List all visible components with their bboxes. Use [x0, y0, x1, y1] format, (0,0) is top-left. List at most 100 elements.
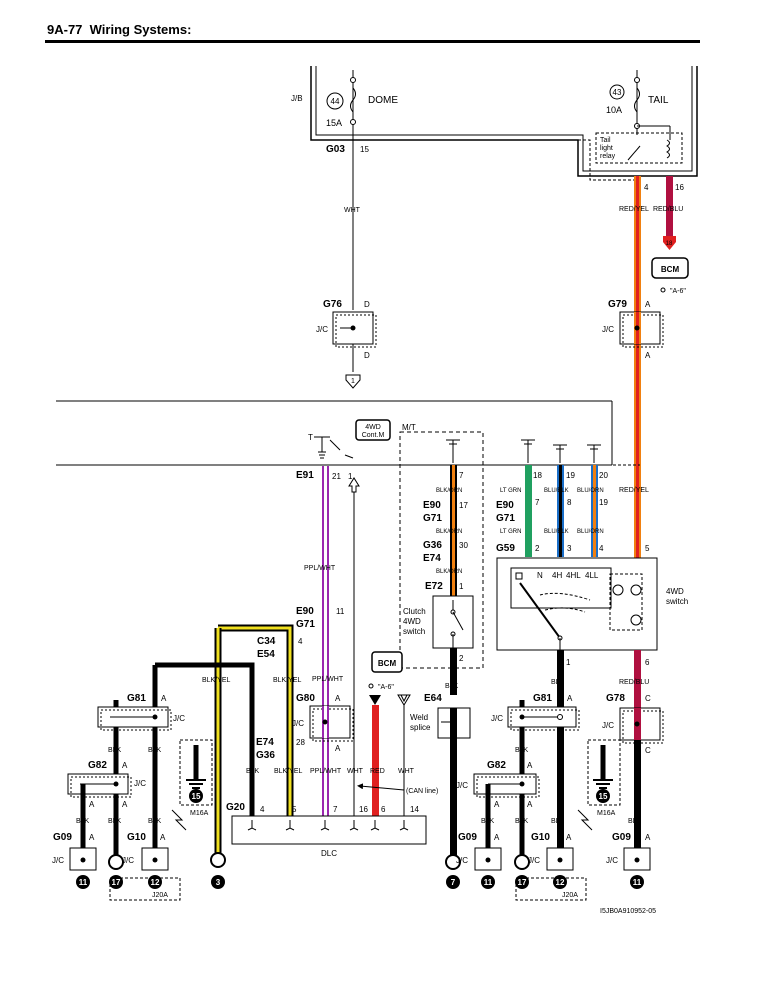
clutch-4wd-switch: 7 BLK/ORN E90 G71 17 BLK/ORN G36 E74 30 … [403, 439, 474, 695]
jb-label: J/B [291, 94, 303, 103]
sw-pos-4h: 4H [552, 571, 562, 580]
dlc-wht2-label: WHT [398, 768, 415, 775]
gnd-left-17: 17 [112, 878, 121, 887]
dlc-red-label: RED [370, 768, 385, 775]
g76-joint-connector: G76 D J/C D 1 [316, 299, 377, 389]
g09-left-label: G09 [53, 832, 72, 843]
junction-block: J/B [291, 66, 698, 177]
left-blk-1: BLK [108, 747, 122, 754]
g76-pin-bot: D [364, 351, 370, 360]
blk-yel-label-bot: BLK/YEL [274, 768, 303, 775]
sw-label-2: switch [666, 597, 688, 606]
blk-yel-label-right: BLK/YEL [273, 677, 302, 684]
g81-left-pin: A [161, 694, 167, 703]
e64-weld: Weld [410, 713, 428, 722]
c34-pin: 4 [298, 637, 303, 646]
right-blk-3: BLK [515, 818, 529, 825]
g81-left-label: G81 [127, 693, 146, 704]
sw-pos-n: N [537, 571, 543, 580]
g76-label: G76 [323, 299, 342, 310]
g09-right-pin: A [494, 833, 500, 842]
right-a-2: A [527, 800, 533, 809]
dlc-label: DLC [321, 849, 337, 858]
tail-fuse-amp: 10A [606, 105, 622, 115]
e64-splice: splice [410, 723, 431, 732]
clutch-w2: BLK/ORN [436, 529, 462, 535]
e54-label: E54 [257, 649, 275, 660]
sw-pos-4hl: 4HL [566, 571, 581, 580]
g78-pin-top: C [645, 694, 651, 703]
tail-fuse-number: 43 [613, 88, 622, 97]
right-ground-section: G81 A J/C BLK G82 A J/C A A BLK BLK BLK … [456, 693, 651, 901]
g81-right-jc: J/C [491, 714, 503, 723]
sw-p2: 19 [566, 471, 575, 480]
dlc-pin-14: 14 [410, 805, 419, 814]
header-rule [45, 40, 700, 43]
right-a-1: A [494, 800, 500, 809]
g80-pin-bot: A [335, 744, 341, 753]
g78-pin-bot: C [645, 746, 651, 755]
sw-w3: BLU/ORN [577, 488, 604, 494]
dlc-ppl-wht-label: PPL/WHT [310, 768, 342, 775]
bcm-mid-label: BCM [378, 659, 397, 668]
g78-jc: J/C [602, 721, 614, 730]
clutch-g36: G36 [423, 540, 442, 551]
dlc-pin-5: 5 [292, 805, 297, 814]
g79-jc: J/C [602, 325, 614, 334]
clutch-label-1: Clutch [403, 607, 426, 616]
sw-r3: 4 [599, 544, 604, 553]
bcm-mid: BCM "A-6" RED WHT (CAN line) [357, 651, 438, 820]
g79-joint-connector: G79 A J/C A [602, 299, 664, 360]
sw-w1: LT GRN [500, 488, 521, 494]
sw-p1: 18 [533, 471, 542, 480]
e91-label: E91 [296, 470, 314, 481]
g82-left-jc: J/C [134, 779, 146, 788]
red-yel-label-top: RED/YEL [619, 206, 649, 213]
bcm-top-label: BCM [661, 265, 680, 274]
m16a-right-num: 15 [599, 792, 608, 801]
dlc-wht-label: WHT [347, 768, 364, 775]
dlc-pin-7: 7 [333, 805, 338, 814]
sw-g71: G71 [496, 513, 515, 524]
e64-label: E64 [424, 693, 442, 704]
g10-left-jc: J/C [122, 856, 134, 865]
left-blk-3: BLK [108, 818, 122, 825]
g78-joint-connector: G78 C J/C C BLK [602, 693, 664, 860]
sw-e90: E90 [496, 500, 514, 511]
clutch-w1: BLK/ORN [436, 488, 462, 494]
blk-yel-label-left: BLK/YEL [202, 677, 231, 684]
dome-fuse: 44 DOME 15A G03 15 [326, 70, 398, 155]
sw-red-yel-label: RED/YEL [619, 487, 649, 494]
g10-left-label: G10 [127, 832, 146, 843]
dlc-pin-4: 4 [260, 805, 265, 814]
sw-r2: 3 [567, 544, 572, 553]
g82-left-label: G82 [88, 760, 107, 771]
g36-left-label: G36 [256, 750, 275, 761]
g09-far-jc: J/C [606, 856, 618, 865]
e74-left-label: E74 [256, 737, 274, 748]
sw-q2: 8 [567, 498, 572, 507]
e91-pin: 21 [332, 472, 341, 481]
right-blk-2: BLK [481, 818, 495, 825]
bcm-arrow-num: 18 [666, 241, 673, 247]
clutch-g71: G71 [423, 513, 442, 524]
e91-pin2: 1 [348, 472, 353, 481]
gnd-right-11: 11 [484, 878, 493, 887]
sw-q3: 19 [599, 498, 608, 507]
sw-w2: BLU/BLK [544, 488, 569, 494]
fourwd-control-module: 4WD Cont.M T [308, 419, 391, 459]
bcm-mid-ref: "A-6" [378, 684, 394, 691]
clutch-pin1: 7 [459, 471, 464, 480]
g79-pin-bot: A [645, 351, 651, 360]
sw-blk: BLK [551, 679, 565, 686]
dlc-pin-6: 6 [381, 805, 386, 814]
left-a-2: A [122, 800, 128, 809]
ppl-wht-wire: E91 21 1 PPL/WHT E90 G71 11 PPL/WHT [296, 466, 353, 816]
g03-pin: 15 [360, 145, 369, 154]
relay-label-1: Tail [600, 137, 611, 144]
g80-pin-top: A [335, 694, 341, 703]
tail-fuse: 43 10A TAIL Tail light relay 4 16 [595, 70, 684, 192]
dlc-connector: G20 DLC 4 5 7 16 6 14 [226, 802, 427, 858]
e90-left-label: E90 [296, 606, 314, 617]
sw-pos-4ll: 4LL [585, 571, 599, 580]
